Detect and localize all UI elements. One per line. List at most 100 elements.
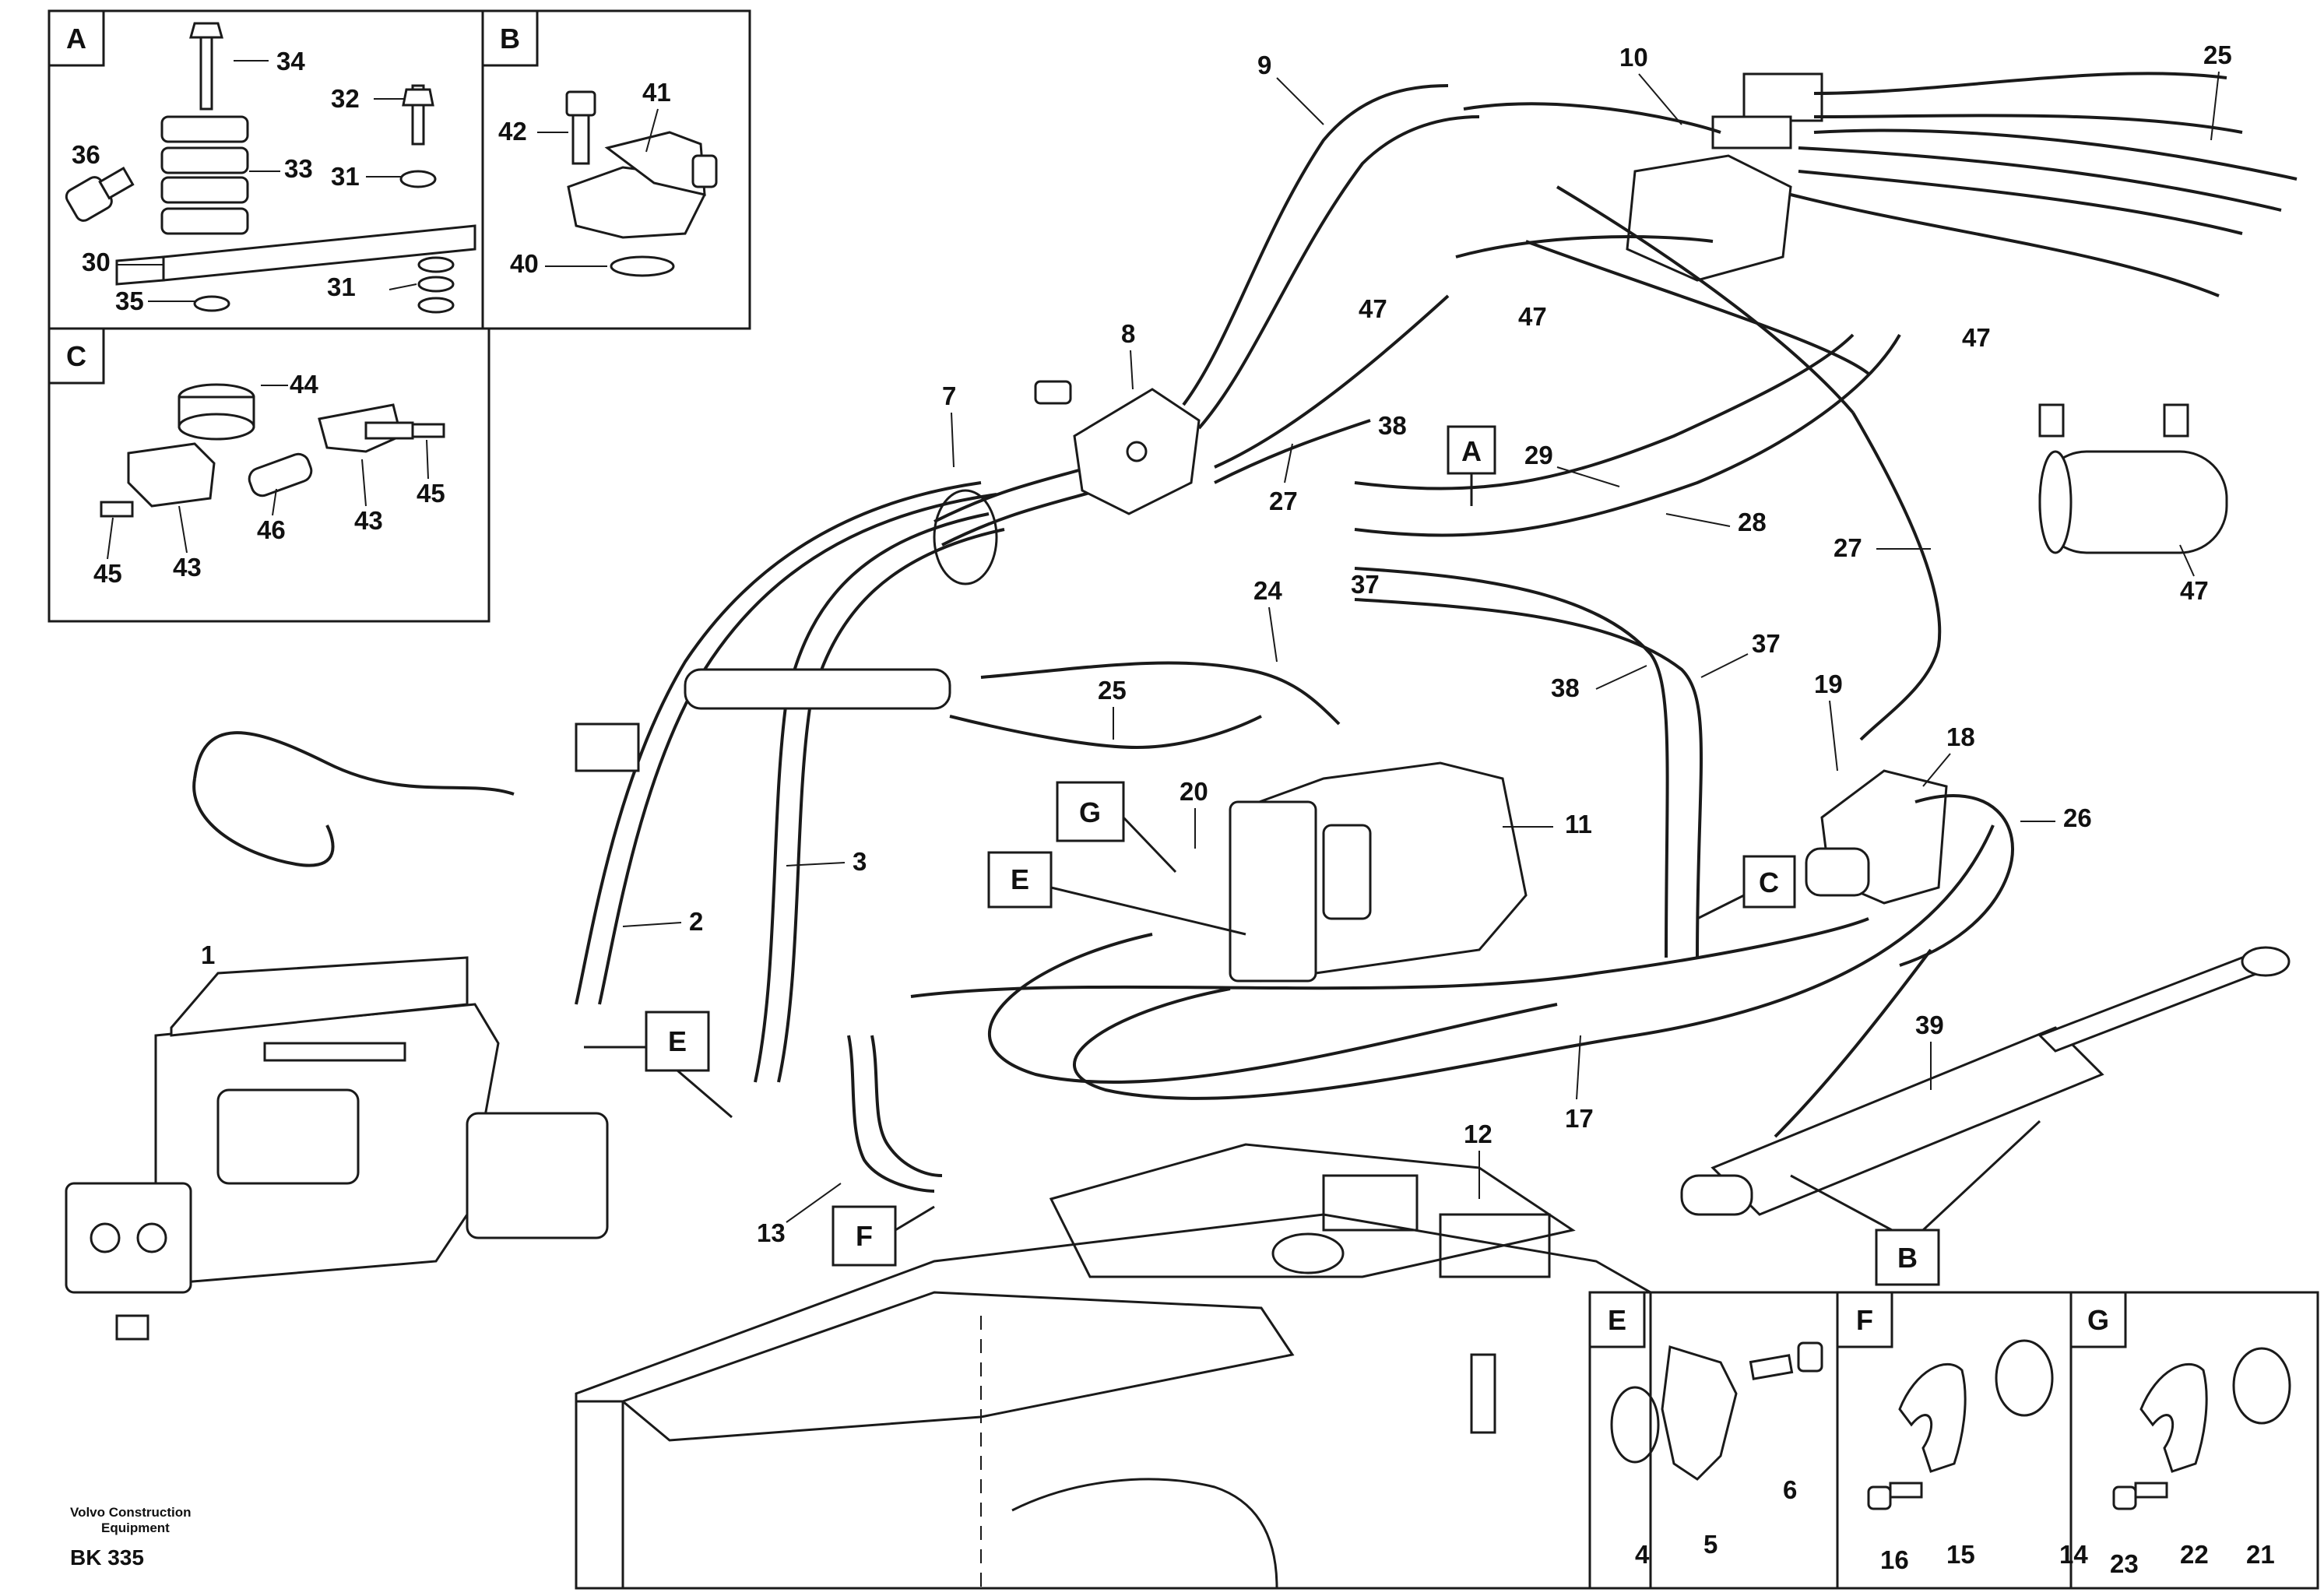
callout-f: F [832, 1205, 935, 1267]
part-label: 21 [2246, 1540, 2275, 1569]
part-label: 16 [1880, 1545, 1909, 1574]
part-label: 34 [276, 47, 305, 76]
part-label: 3 [853, 847, 867, 876]
detail-letter-a: A [66, 23, 86, 54]
part-label: 30 [82, 248, 111, 276]
part-label: 14 [2059, 1540, 2088, 1569]
part-label: 37 [1351, 570, 1380, 599]
detail-c-bracket-assembly [100, 383, 445, 518]
part-label: 39 [1915, 1011, 1944, 1039]
part-label: 31 [331, 162, 360, 191]
part-label: 47 [2180, 576, 2209, 605]
detail-letter-e: E [1608, 1304, 1626, 1336]
callout-e-lower: E [584, 1011, 733, 1119]
part-label: 18 [1946, 722, 1975, 751]
part-label: 22 [2180, 1540, 2209, 1569]
detail-a-clamp-assembly [65, 22, 476, 314]
part-label: 13 [757, 1218, 786, 1247]
part-label: 36 [72, 140, 100, 169]
part-label: 43 [354, 506, 383, 535]
part-label: 35 [115, 287, 144, 315]
part-label: 23 [2110, 1549, 2139, 1578]
part-label: 15 [1946, 1540, 1975, 1569]
part-label: 27 [1834, 533, 1862, 562]
part-label: 4 [1635, 1540, 1650, 1569]
callout-letter-e-upper: E [1011, 863, 1029, 895]
detail-frame-c: C [47, 327, 490, 623]
callout-letter-f: F [856, 1220, 873, 1252]
caption-line1: Volvo Construction [70, 1505, 192, 1520]
part-label: 29 [1524, 441, 1553, 469]
part-label: 27 [1269, 487, 1298, 515]
detail-e-flange-clamp [1610, 1341, 1823, 1481]
part-label: 8 [1121, 319, 1135, 348]
caption-line2: Equipment [101, 1520, 170, 1535]
cylinder-39 [1680, 946, 2291, 1216]
part-label: 25 [2203, 40, 2232, 69]
part-label: 6 [1783, 1475, 1797, 1504]
detail-letter-b: B [500, 23, 520, 54]
valve-block-10 [1626, 72, 1823, 282]
part-labels: 1 2 3 4 5 6 7 8 9 10 11 12 13 14 15 16 1… [72, 40, 2275, 1578]
part-label: 1 [201, 940, 215, 969]
part-label: 32 [331, 84, 360, 113]
detail-b-elbow-flange [545, 90, 718, 277]
part-label: 37 [1752, 629, 1781, 658]
part-label: 7 [942, 381, 956, 410]
part-label: 45 [93, 559, 122, 588]
part-label: 12 [1464, 1120, 1492, 1148]
part-label: 38 [1378, 411, 1407, 440]
callout-letter-b: B [1897, 1242, 1918, 1274]
callout-b: B [1790, 1120, 2041, 1286]
callout-letter-g: G [1079, 796, 1101, 828]
tank-frame-12 [575, 1143, 1652, 1590]
callout-c: C [1696, 855, 1796, 920]
caption-code: BK 335 [70, 1545, 144, 1570]
callout-g: G [1056, 781, 1177, 874]
part-label: 47 [1359, 294, 1387, 323]
part-label: 33 [284, 154, 313, 183]
detail-letter-g: G [2087, 1304, 2109, 1336]
part-label: 38 [1551, 673, 1580, 702]
part-label: 10 [1619, 43, 1648, 72]
callout-letter-a: A [1461, 435, 1482, 467]
part-label: 46 [257, 515, 286, 544]
part-label: 19 [1814, 670, 1843, 698]
callout-letter-e-lower: E [668, 1025, 687, 1057]
part-label: 20 [1180, 777, 1208, 806]
callout-a: A [1447, 425, 1496, 506]
part-label: 43 [173, 553, 202, 582]
part-label: 2 [689, 907, 703, 936]
valve-18 [1805, 769, 1948, 905]
publisher-caption: Volvo Construction Equipment BK 335 [70, 1505, 192, 1570]
detail-frame-efg: E F G [1588, 1291, 2319, 1590]
pump-assembly [65, 956, 609, 1341]
detail-f-split-flange [1867, 1339, 2054, 1510]
part-label: 9 [1257, 51, 1271, 79]
part-label: 25 [1098, 676, 1127, 705]
part-label: 26 [2063, 803, 2092, 832]
pump-11 [1229, 761, 1528, 983]
detail-g-split-flange [2112, 1347, 2291, 1510]
part-label: 17 [1565, 1104, 1594, 1133]
part-label: 24 [1253, 576, 1282, 605]
part-label: 47 [1962, 323, 1991, 352]
part-label: 28 [1738, 508, 1767, 536]
detail-letter-c: C [66, 340, 86, 372]
part-label: 41 [642, 78, 671, 107]
part-label: 44 [290, 370, 318, 399]
part-label: 40 [510, 249, 539, 278]
callout-letter-c: C [1759, 867, 1779, 898]
callout-e-upper: E [987, 851, 1246, 936]
part-label: 47 [1518, 302, 1547, 331]
accumulator-47 [2038, 403, 2228, 554]
detail-letter-f: F [1856, 1304, 1873, 1336]
part-label: 42 [498, 117, 527, 146]
valve-block-8 [1034, 380, 1201, 515]
part-label: 11 [1565, 810, 1592, 838]
part-label: 31 [327, 272, 356, 301]
part-label: 5 [1703, 1530, 1718, 1559]
part-label: 45 [417, 479, 445, 508]
